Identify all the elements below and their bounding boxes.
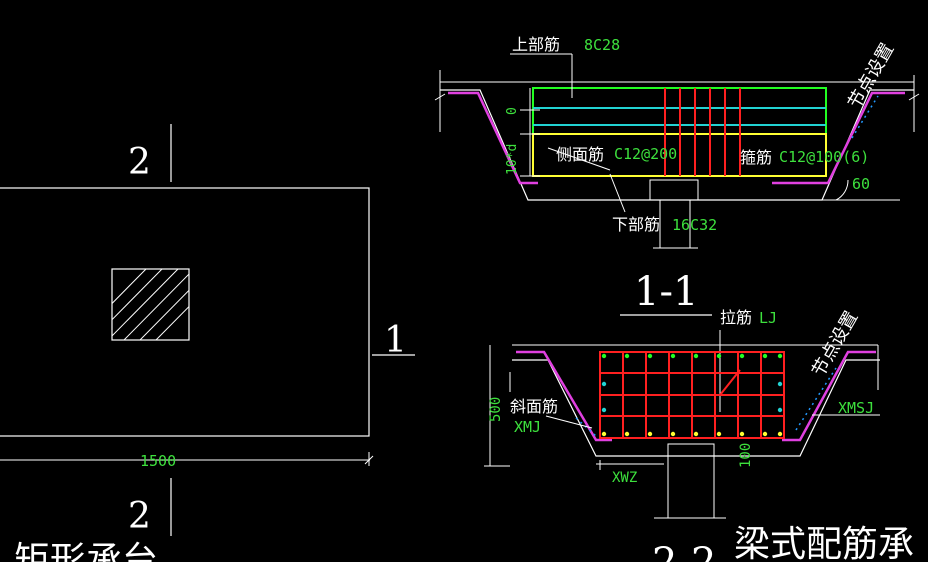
section-2-2-title: 2-2	[652, 540, 716, 562]
slope-bar-label: 斜面筋	[510, 397, 558, 416]
dim-10d: 10*d	[505, 144, 520, 175]
dim-100: 100	[738, 443, 754, 468]
width-dimension: 1500	[140, 452, 176, 470]
section-outline	[440, 89, 914, 201]
dim-500: 500	[488, 397, 504, 422]
column-hatch	[111, 268, 190, 341]
slope-bar-value: XMJ	[514, 418, 541, 436]
top-bar-value: 8C28	[584, 36, 620, 54]
xwz-value: XWZ	[612, 470, 637, 486]
plan-title: 矩形承台	[14, 540, 158, 562]
rebar-dots	[601, 353, 783, 437]
xmsj-value: XMSJ	[838, 399, 874, 417]
beam-type-title: 梁式配筋承	[734, 524, 914, 562]
bottom-bar-label: 下部筋	[612, 215, 660, 234]
node-setting-1: 节点设置	[844, 40, 898, 113]
stirrup-value: C12@100(6)	[779, 148, 869, 166]
stirrups	[664, 88, 741, 176]
tie-value: LJ	[759, 309, 777, 327]
pile-cap-outline	[0, 187, 370, 437]
bottom-bar-value: 16C32	[672, 216, 717, 234]
side-bar-label: 侧面筋	[556, 145, 604, 164]
section-mark-right: 1	[384, 320, 407, 361]
section-mark-bottom: 2	[128, 496, 151, 537]
section-mark-top: 2	[128, 142, 151, 183]
rebar-cage	[599, 351, 785, 439]
section-1-1-title: 1-1	[634, 269, 698, 315]
dim-0: 0	[505, 107, 520, 115]
side-bar-value: C12@200	[614, 145, 677, 163]
stirrup-label: 箍筋	[740, 148, 772, 167]
tie-label: 拉筋	[720, 308, 752, 327]
rect-pile-cap-plan: 2 2 1 1500 矩形承台	[0, 124, 415, 562]
angle-value: 60	[852, 175, 870, 193]
section-1-1: 0 10*d 上部筋 8C28 节点设置 侧面筋 C12@200 箍筋 C12@…	[434, 35, 920, 316]
top-bar-label: 上部筋	[512, 35, 560, 54]
